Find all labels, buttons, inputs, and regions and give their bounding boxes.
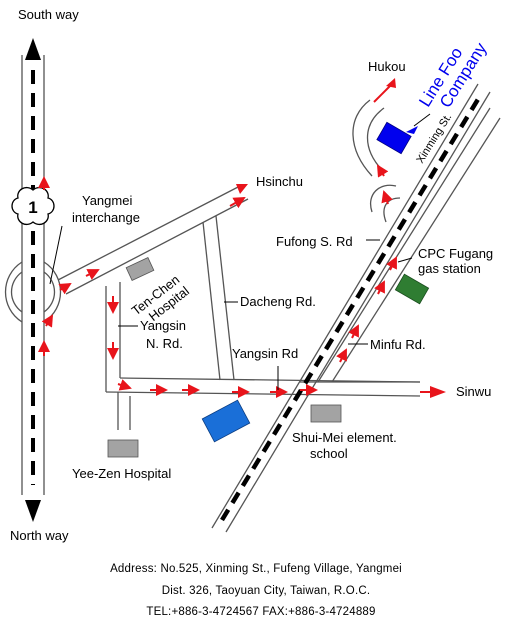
fufong-label: Fufong S. Rd (276, 234, 353, 249)
hsinchu-label: Hsinchu (256, 174, 303, 189)
leader-lines (49, 113, 431, 390)
address-line-1: Address: No.525, Xinming St., Fufeng Vil… (110, 563, 402, 575)
north-arrow-icon (25, 500, 41, 522)
freeway (21, 55, 45, 495)
hukou-arrow-icon (386, 78, 396, 88)
dacheng-label: Dacheng Rd. (240, 294, 316, 309)
destination-building (201, 399, 251, 443)
address-line-2: Dist. 326, Taoyuan City, Taiwan, R.O.C. (161, 585, 371, 597)
north-way-label: North way (10, 528, 69, 543)
yangsin-n-label-2: N. Rd. (146, 336, 183, 351)
freeway-shield-icon: 1 (11, 186, 55, 226)
yangmei-label-2: interchange (72, 210, 140, 225)
shui-mei-school-building (310, 404, 342, 423)
hsinchu-arrow-icon (236, 184, 248, 194)
cpc-gas-station-building (394, 273, 430, 305)
railway (211, 83, 491, 533)
interchange-number: 1 (28, 198, 37, 217)
company-name: Line Foo Company (415, 39, 490, 111)
sinwu-arrow-icon (430, 386, 446, 398)
cpc-label-1: CPC Fugang (418, 246, 493, 261)
yeezen-label: Yee-Zen Hospital (72, 466, 171, 481)
shuimei-label-2: school (310, 446, 348, 461)
yee-zen-hospital-building (107, 439, 139, 458)
route-arrows (38, 164, 397, 398)
shuimei-label-1: Shui-Mei element. (292, 430, 397, 445)
company-building (376, 121, 412, 155)
minfu-label: Minfu Rd. (370, 337, 426, 352)
contact-line: TEL:+886-3-4724567 FAX:+886-3-4724889 (146, 606, 376, 618)
ten-chen-hospital-building (125, 257, 155, 281)
yangsin-label: Yangsin Rd (232, 346, 298, 361)
hukou-label: Hukou (368, 59, 406, 74)
south-way-label: South way (18, 7, 79, 22)
yangmei-label-1: Yangmei (82, 193, 132, 208)
route-map: 1 (4, 7, 501, 543)
sinwu-label: Sinwu (456, 384, 491, 399)
company-pointer-icon (406, 126, 418, 134)
cpc-label-2: gas station (418, 261, 481, 276)
yangsin-n-label-1: Yangsin (140, 318, 186, 333)
south-arrow-icon (25, 38, 41, 60)
